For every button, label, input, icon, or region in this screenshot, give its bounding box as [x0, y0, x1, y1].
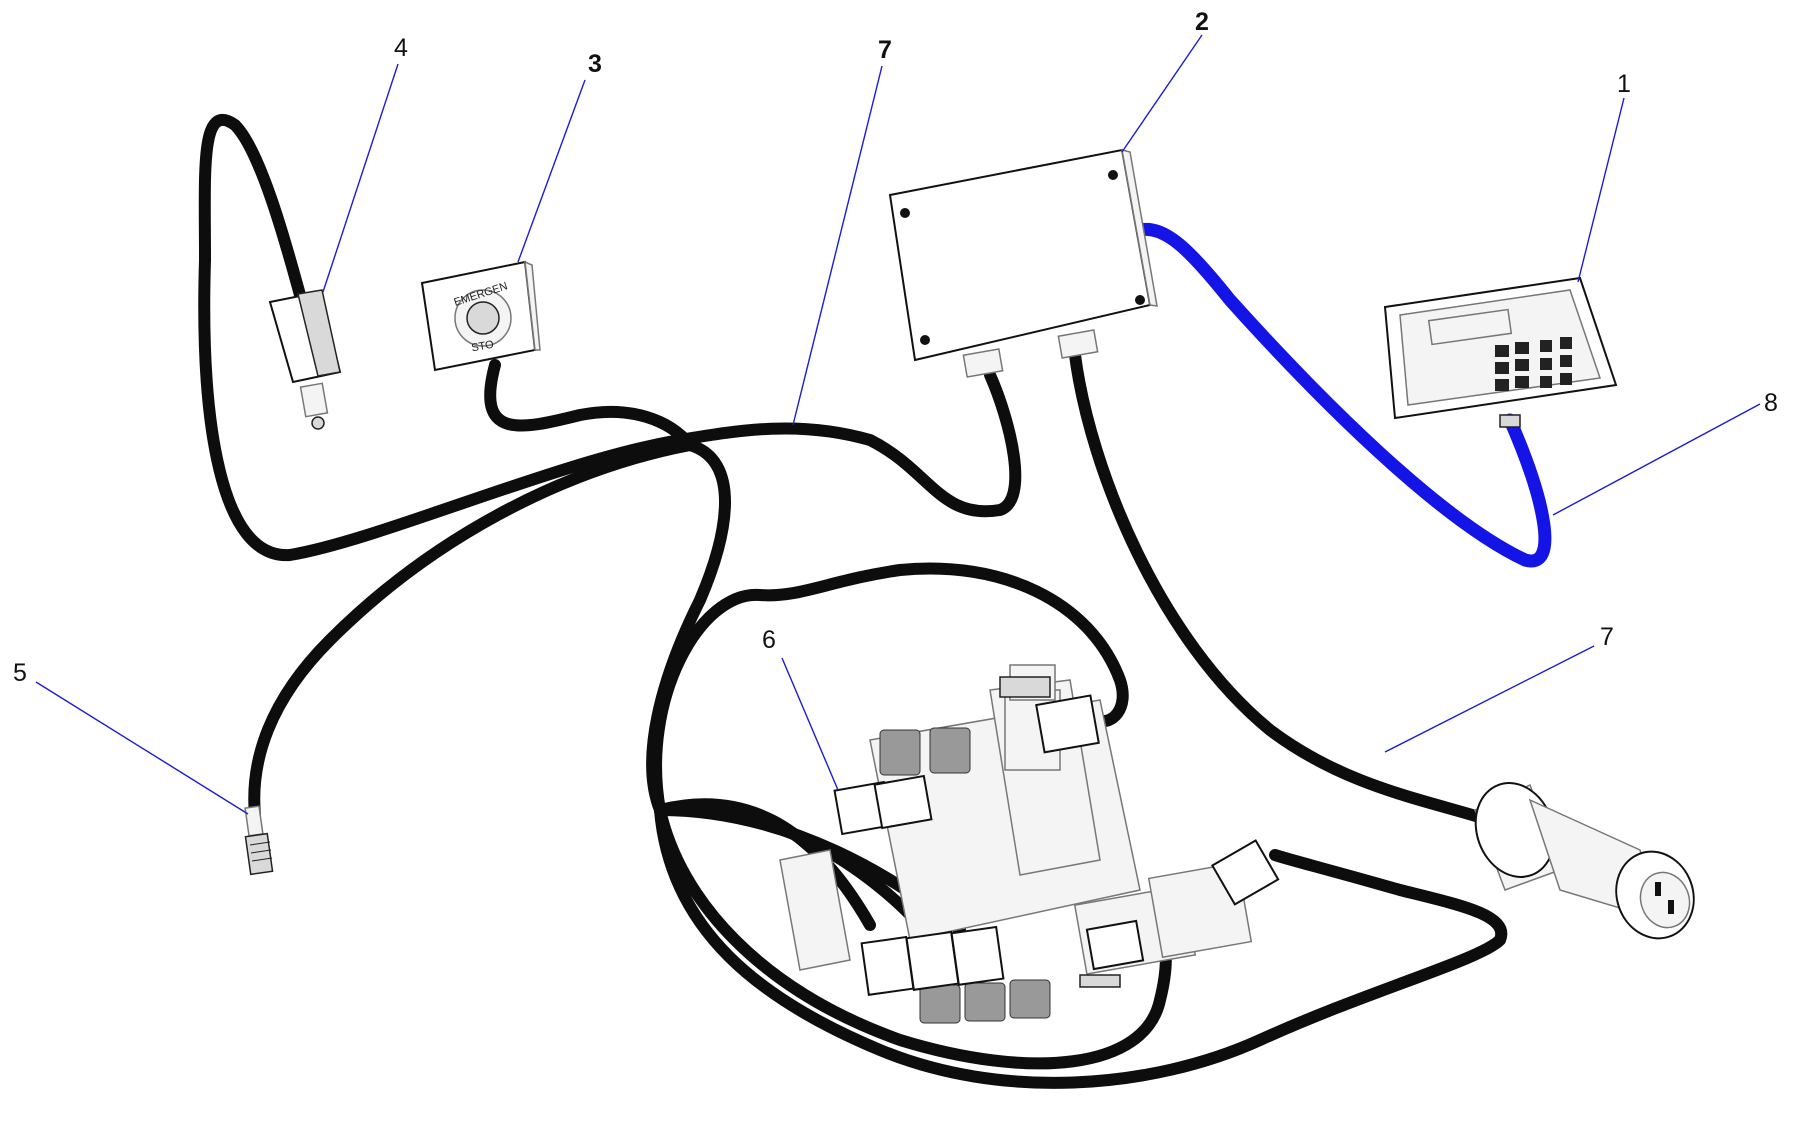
cable-sensor-5	[248, 439, 696, 821]
callout-4: 4	[394, 34, 408, 62]
callout-5: 5	[13, 659, 27, 687]
leader-7a	[792, 65, 883, 426]
cable-harness	[198, 114, 1552, 1089]
leader-6	[781, 657, 839, 791]
power-plug	[1474, 782, 1695, 940]
callout-6: 6	[762, 626, 776, 654]
leader-5	[35, 681, 249, 815]
control-box	[888, 148, 1158, 378]
leader-1	[1577, 97, 1625, 283]
emergency-stop-text-bottom: STO	[471, 339, 496, 355]
leader-4	[322, 63, 399, 293]
sensor-5	[244, 805, 274, 876]
leader-7b	[1384, 645, 1595, 753]
callout-3: 3	[588, 50, 602, 78]
cable-emergency-stop	[484, 359, 696, 451]
leader-lines	[35, 34, 1761, 815]
leader-2	[1121, 34, 1203, 153]
callout-numbers: 1 2 3 4 5 6 7 7 8	[13, 8, 1778, 687]
cable-loop-upper	[650, 562, 1129, 816]
callout-1: 1	[1617, 70, 1631, 98]
leader-3	[517, 79, 586, 263]
leader-8	[1552, 403, 1761, 516]
cable-to-power-plug	[1069, 349, 1511, 831]
cable-sensor-4	[198, 114, 686, 562]
callout-7-right: 7	[1600, 623, 1614, 651]
cable-trunk-main	[674, 369, 1022, 518]
callout-2: 2	[1195, 8, 1209, 36]
cable-remote-blue	[1133, 222, 1552, 568]
remote-controller	[1383, 276, 1618, 428]
cable-trunk-down	[646, 439, 731, 816]
sensor-4	[268, 289, 342, 430]
callout-8: 8	[1764, 389, 1778, 417]
emergency-stop-box: EMERGEN STO	[420, 260, 541, 372]
cable-branch-coil	[654, 804, 1172, 1070]
callout-7-top: 7	[878, 36, 892, 64]
valve-block-assembly	[779, 664, 1280, 1024]
cable-loop-lower	[654, 804, 1508, 1089]
